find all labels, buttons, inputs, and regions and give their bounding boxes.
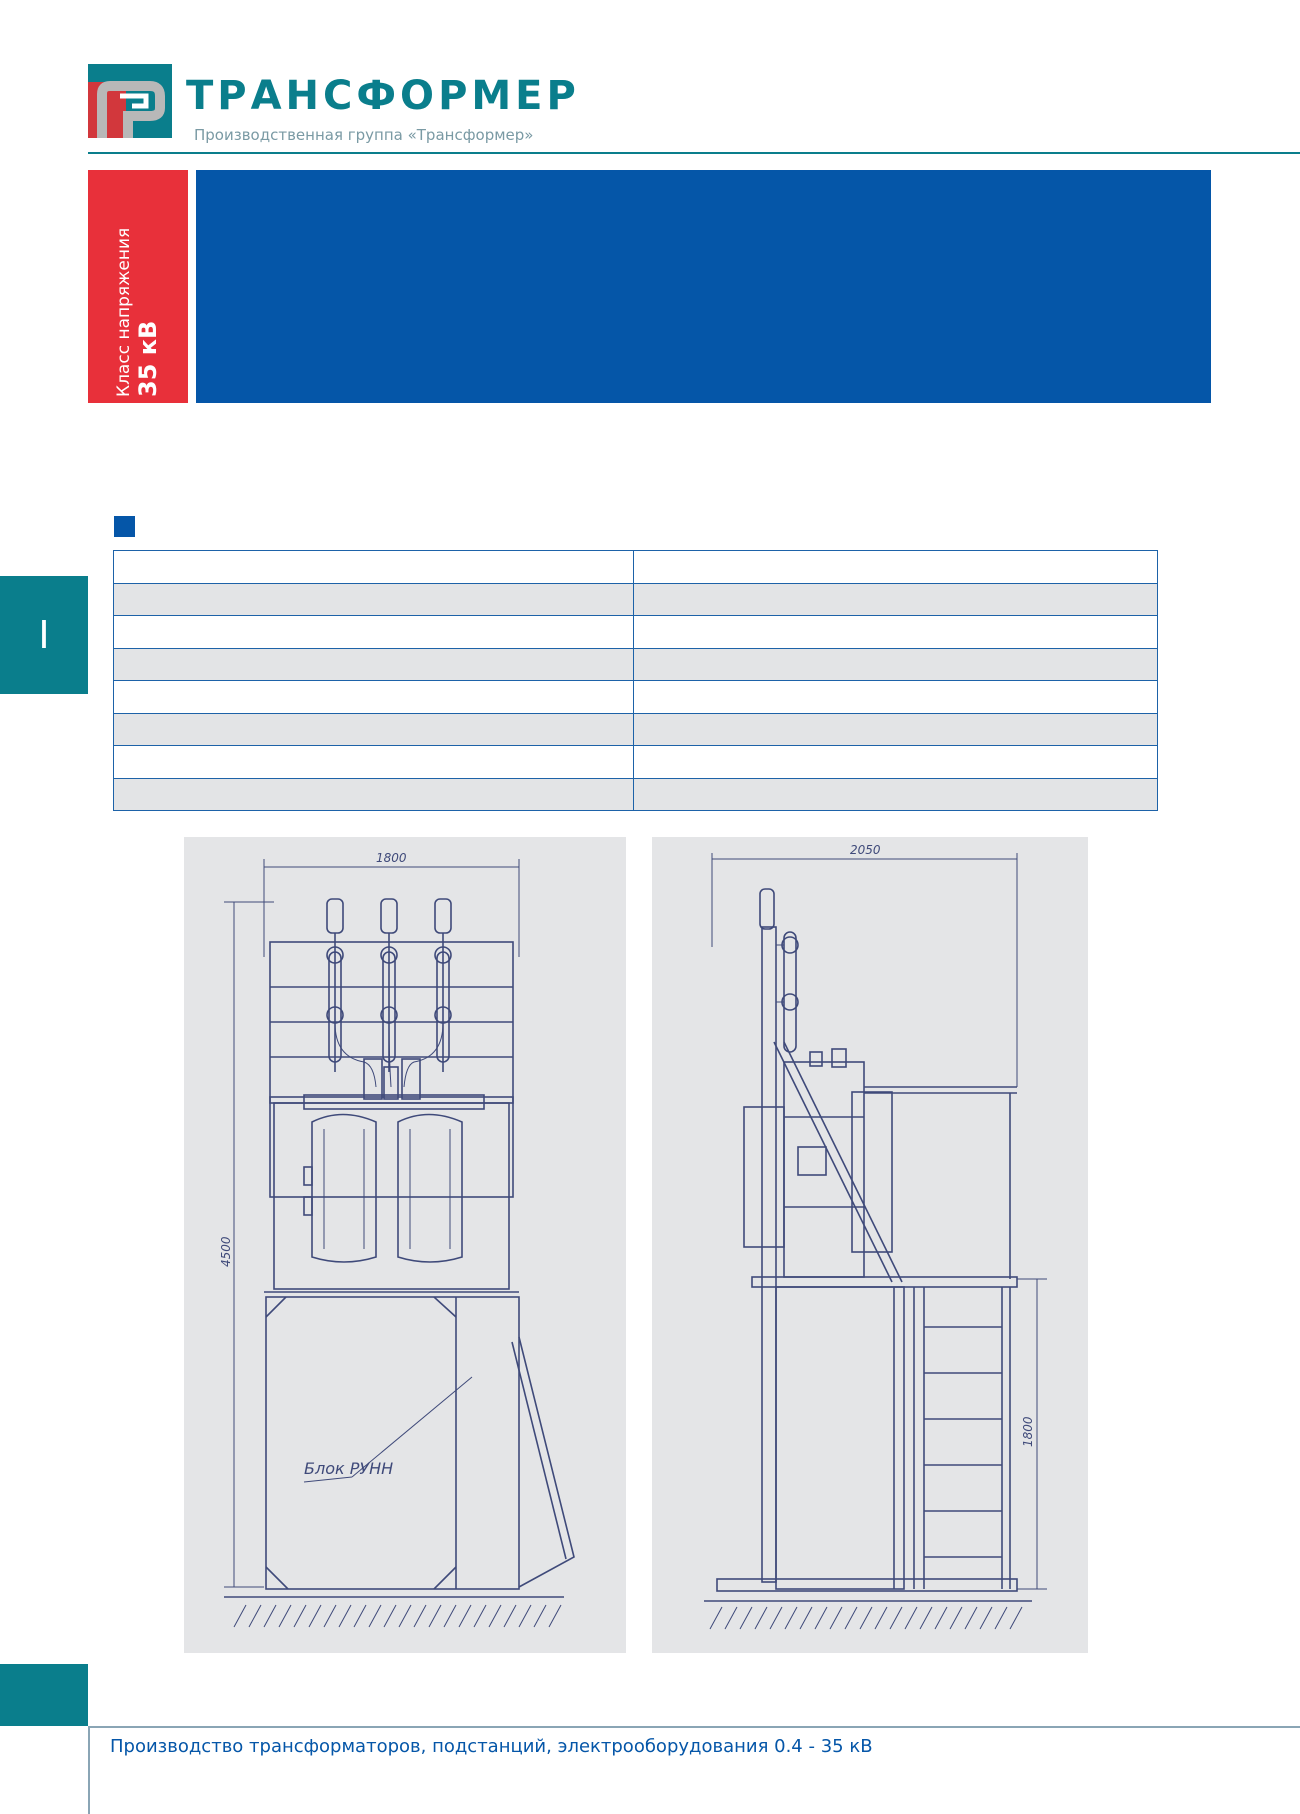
title-banner (196, 170, 1211, 403)
hv-insulators (326, 898, 452, 1072)
rnn-block-label: Блок РУНН (304, 1459, 393, 1478)
table-row (113, 680, 1158, 714)
front-width-dimension: 1800 (376, 851, 407, 865)
section-tab-label: I (38, 613, 50, 657)
side-view-drawing: 2050 1800 (652, 837, 1088, 1653)
front-height-dimension: 4500 (219, 1236, 233, 1267)
footer-tab (0, 1664, 88, 1726)
side-width-dimension: 2050 (850, 843, 881, 857)
table-row (113, 647, 1158, 681)
brand-name: ТРАНСФОРМЕР (186, 73, 580, 119)
table-row (113, 745, 1158, 779)
footer-divider (88, 1726, 1300, 1728)
side-height-dimension: 1800 (1021, 1416, 1035, 1447)
section-marker (114, 516, 135, 537)
voltage-class-tab: Класс напряжения 35 кВ (88, 170, 188, 403)
front-view-drawing: 1800 4500 (184, 837, 626, 1653)
brand-subtitle: Производственная группа «Трансформер» (194, 126, 534, 144)
voltage-class-value: 35 кВ (134, 320, 162, 397)
transformer-radiators (311, 1113, 463, 1263)
ground-hatching (233, 1604, 562, 1628)
table-row (113, 615, 1158, 649)
side-transformer (743, 1048, 893, 1278)
footer-text: Производство трансформаторов, подстанций… (110, 1736, 873, 1757)
table-row (113, 550, 1158, 584)
voltage-class-label: Класс напряжения (114, 227, 134, 397)
table-row (113, 582, 1158, 616)
lv-switchgear-block (265, 1296, 575, 1590)
company-logo (88, 64, 172, 138)
header-divider (88, 152, 1300, 154)
spec-table (113, 550, 1158, 811)
section-tab: I (0, 576, 88, 694)
access-stairs (913, 1287, 1011, 1589)
table-row (113, 777, 1158, 811)
footer-vertical-divider (88, 1726, 90, 1814)
table-row (113, 712, 1158, 746)
side-ground-hatching (709, 1606, 1023, 1630)
